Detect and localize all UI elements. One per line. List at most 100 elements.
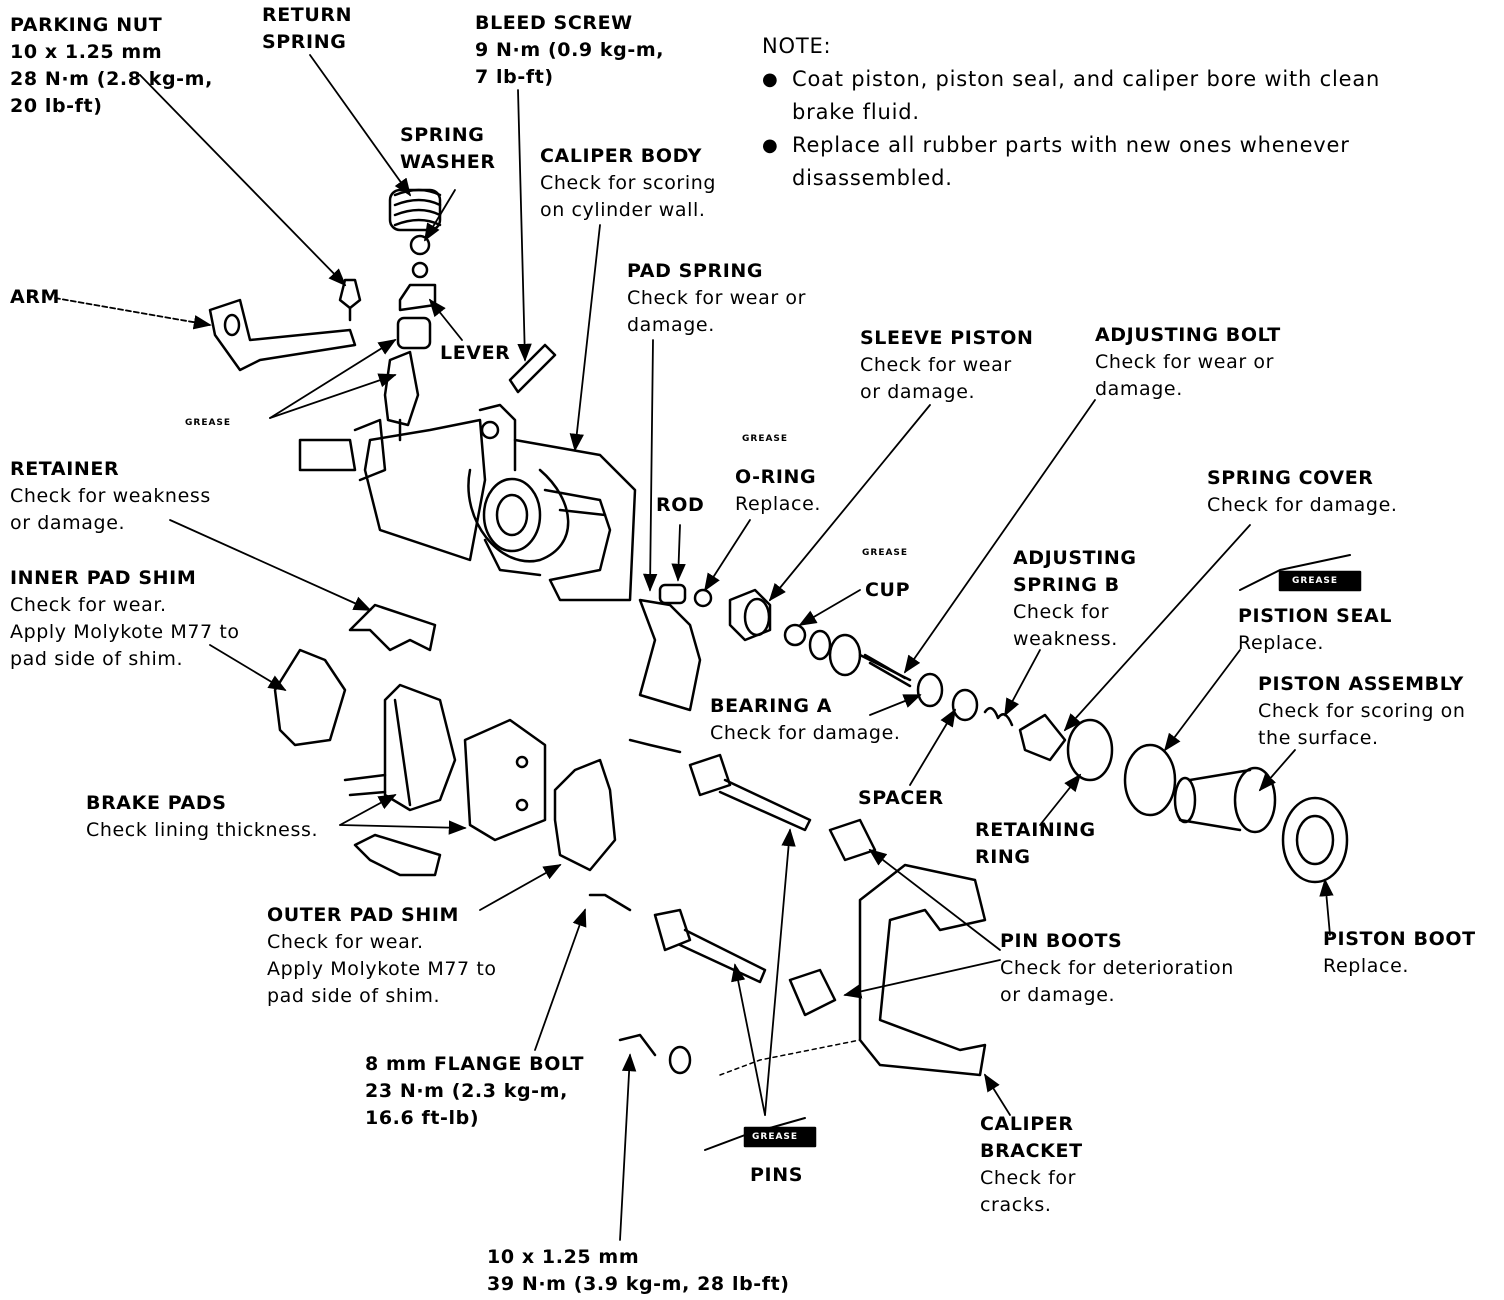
label-line: damage. [1095, 378, 1183, 400]
note-item-text: Coat piston, piston seal, and caliper bo… [792, 67, 1381, 124]
label-inner-pad-shim: INNER PAD SHIM Check for wear. Apply Mol… [10, 565, 240, 673]
label-line: 7 lb-ft) [475, 66, 554, 88]
label-retaining-ring: RETAINING RING [975, 817, 1096, 871]
outer-pad-shim-part [553, 758, 617, 872]
label-flange-bolt: 8 mm FLANGE BOLT 23 N·m (2.3 kg-m, 16.6 … [365, 1051, 584, 1132]
label-line: 20 lb-ft) [10, 95, 103, 117]
retainer-part [348, 603, 437, 652]
grease-tube-piston [1239, 554, 1362, 592]
label-line: pad side of shim. [10, 648, 184, 670]
o-ring-part [693, 588, 713, 608]
parking-nut-part [338, 278, 362, 322]
note-item: ●Coat piston, piston seal, and caliper b… [762, 63, 1462, 129]
upper-pin-part [688, 753, 812, 832]
label-arm: ARM [10, 284, 60, 311]
label-line: 28 N·m (2.8 kg-m, [10, 68, 213, 90]
grease-tag-o-ring: GREASE [742, 434, 789, 444]
note-heading: NOTE: [762, 34, 832, 58]
label-title: BEARING A [710, 695, 833, 717]
label-retainer: RETAINER Check for weakness or damage. [10, 456, 211, 537]
label-adjusting-spring-b: ADJUSTING SPRING B Check for weakness. [1013, 545, 1137, 653]
label-line: Check for wear or [1095, 351, 1275, 373]
label-line: or damage. [1000, 984, 1116, 1006]
arm-part [208, 298, 357, 372]
label-line: Check for damage. [1207, 494, 1398, 516]
label-line: Check for weakness [10, 485, 211, 507]
label-line: Check for wear. [10, 594, 167, 616]
label-return-spring: RETURN SPRING [262, 2, 352, 56]
label-spacer: SPACER [858, 785, 944, 812]
label-bearing-a: BEARING A Check for damage. [710, 693, 901, 747]
label-title: ADJUSTING BOLT [1095, 324, 1281, 346]
label-line: WASHER [400, 151, 496, 173]
caliper-body-part [298, 403, 637, 602]
label-line: Replace. [735, 493, 821, 515]
label-line: 10 x 1.25 mm [10, 41, 163, 63]
label-line: Check for scoring [540, 172, 717, 194]
label-line: Check lining thickness. [86, 819, 319, 841]
bearing-a-part [916, 672, 944, 708]
grease-tube-pins [704, 1117, 817, 1151]
label-title: RETAINING [975, 819, 1096, 841]
label-line: BRACKET [980, 1140, 1083, 1162]
label-line: Check for damage. [710, 722, 901, 744]
note-box: NOTE: ●Coat piston, piston seal, and cal… [762, 30, 1462, 195]
label-title: BRAKE PADS [86, 792, 227, 814]
label-spring-cover: SPRING COVER Check for damage. [1207, 465, 1398, 519]
label-title: PIN BOOTS [1000, 930, 1123, 952]
label-line: Check for wear. [267, 931, 424, 953]
label-sleeve-piston: SLEEVE PISTON Check for wear or damage. [860, 325, 1034, 406]
label-line: Replace. [1238, 632, 1324, 654]
label-title: PARKING NUT [10, 14, 163, 36]
label-title: SLEEVE PISTON [860, 327, 1034, 349]
piston-boot-part [1281, 796, 1349, 884]
adjusting-bolt-part [828, 633, 912, 688]
label-title: OUTER PAD SHIM [267, 904, 459, 926]
label-lever: LEVER [440, 340, 510, 367]
label-title: LEVER [440, 342, 511, 364]
label-caliper-body: CALIPER BODY Check for scoring on cylind… [540, 143, 716, 224]
label-line: Replace. [1323, 955, 1409, 977]
upper-pin-boot-part [828, 818, 877, 862]
label-brake-pads: BRAKE PADS Check lining thickness. [86, 790, 318, 844]
label-line: Apply Molykote M77 to [10, 621, 240, 643]
label-title: PISTON BOOT [1323, 928, 1476, 950]
label-o-ring: O-RING Replace. [735, 464, 821, 518]
label-bleed-screw: BLEED SCREW 9 N·m (0.9 kg-m, 7 lb-ft) [475, 10, 664, 91]
label-piston-boot: PISTON BOOT Replace. [1323, 926, 1476, 980]
label-title: INNER PAD SHIM [10, 567, 197, 589]
cup-part [783, 623, 807, 647]
label-line: weakness. [1013, 628, 1118, 650]
label-title: CALIPER [980, 1113, 1074, 1135]
label-line: Check for [980, 1167, 1077, 1189]
label-cup: CUP [865, 577, 910, 604]
label-line: 39 N·m (3.9 kg-m, 28 lb-ft) [487, 1273, 790, 1295]
label-bracket-bolt: 10 x 1.25 mm 39 N·m (3.9 kg-m, 28 lb-ft) [487, 1244, 790, 1298]
label-line: cracks. [980, 1194, 1052, 1216]
label-line: or damage. [860, 381, 976, 403]
spring-washer-part [409, 234, 431, 256]
label-line: 23 N·m (2.3 kg-m, [365, 1080, 568, 1102]
label-pins: PINS [750, 1162, 803, 1189]
spring-cover-part [1018, 713, 1067, 762]
label-spring-washer: SPRING WASHER [400, 122, 496, 176]
bleed-screw-part [508, 343, 557, 394]
label-line: SPRING [262, 31, 347, 53]
label-line: 10 x 1.25 mm [487, 1246, 640, 1268]
label-title: RETURN [262, 4, 353, 26]
label-title: PINS [750, 1164, 803, 1186]
label-line: the surface. [1258, 727, 1379, 749]
label-line: RING [975, 846, 1031, 868]
label-line: SPRING B [1013, 574, 1120, 596]
sleeve-piston-part [728, 588, 772, 642]
brake-pad-outer-part [463, 718, 547, 842]
pad-spring-part [638, 598, 702, 712]
label-line: or damage. [10, 512, 126, 534]
small-bolt-lower [588, 893, 632, 912]
label-line: Check for wear [860, 354, 1012, 376]
label-parking-nut: PARKING NUT 10 x 1.25 mm 28 N·m (2.8 kg-… [10, 12, 213, 120]
label-title: RETAINER [10, 458, 120, 480]
label-line: damage. [627, 314, 715, 336]
